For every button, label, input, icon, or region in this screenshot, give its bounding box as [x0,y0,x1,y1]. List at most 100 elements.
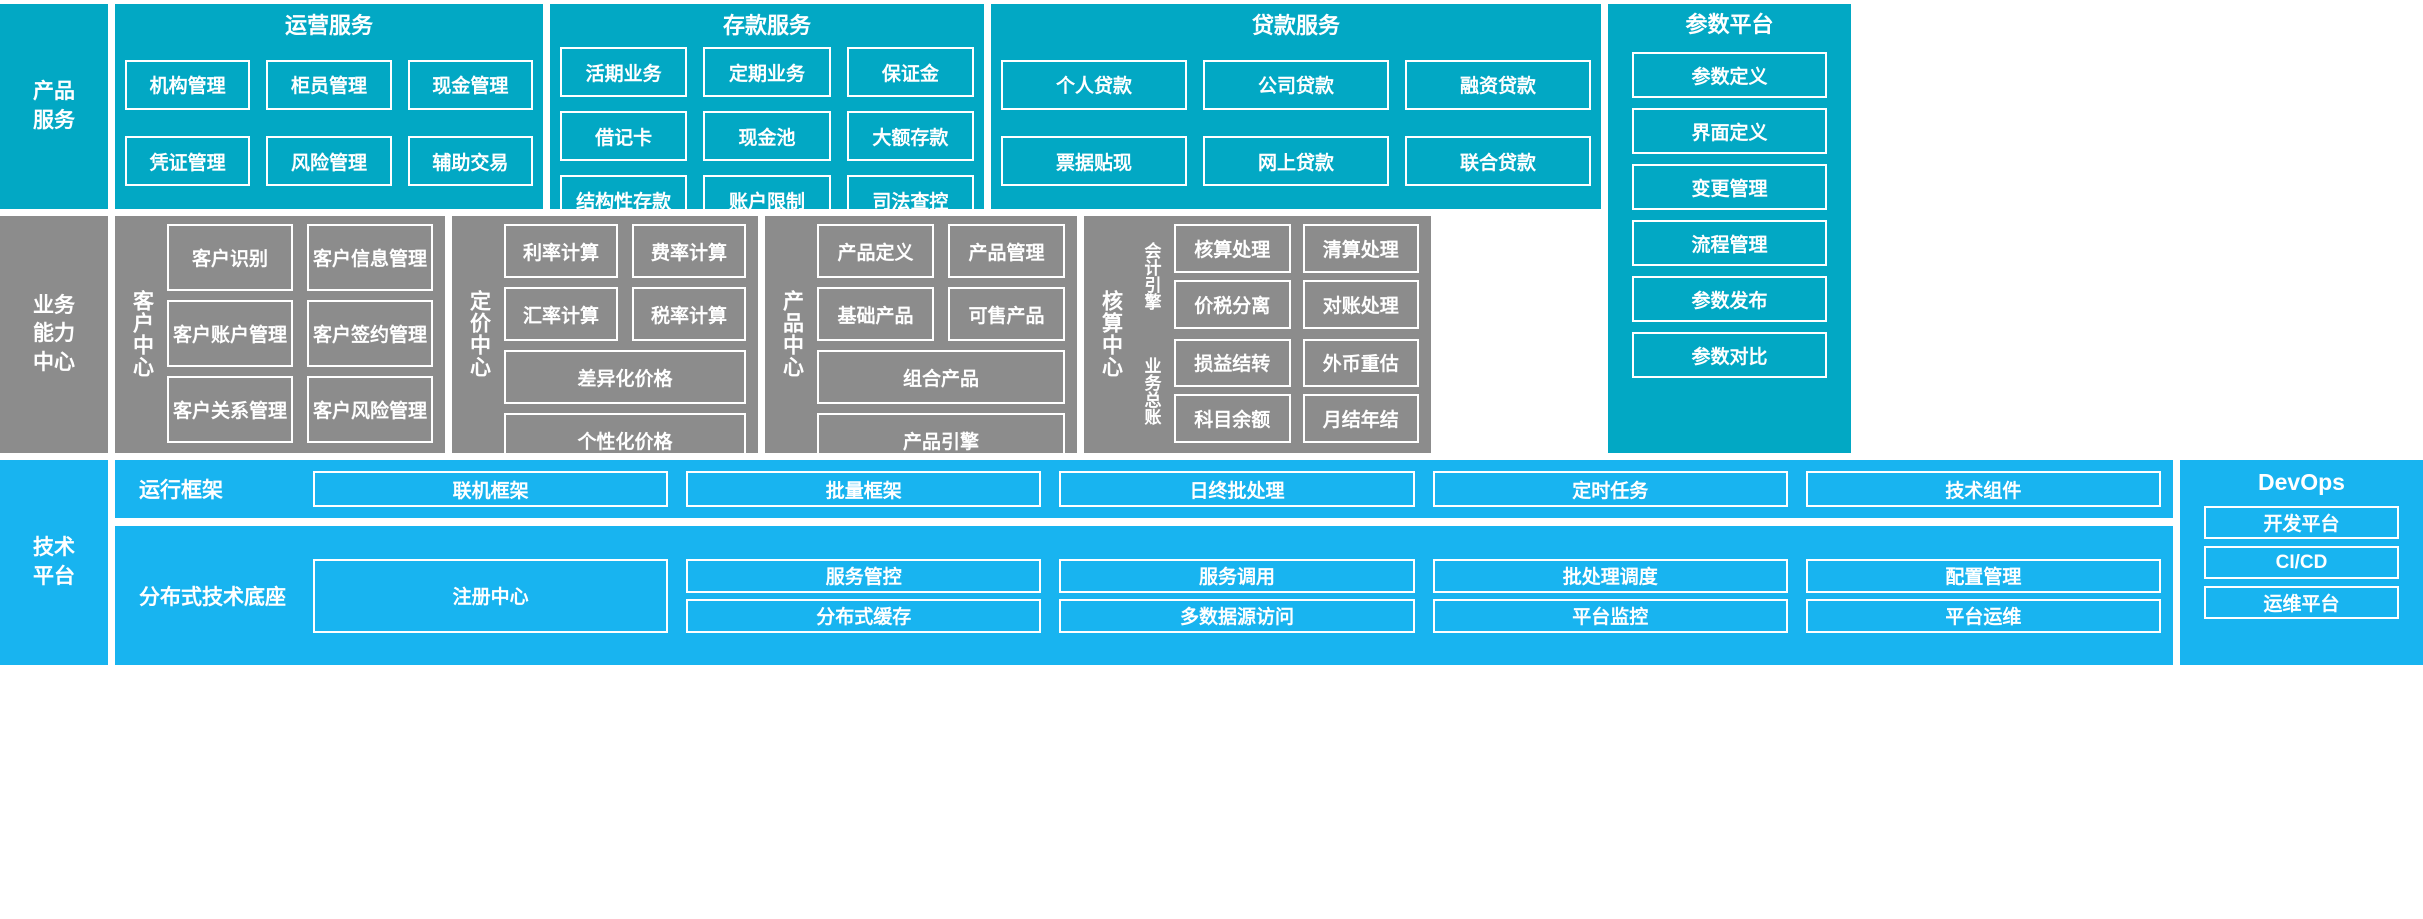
cell-framework-0[interactable]: 联机框架 [313,471,669,507]
cell-param-4[interactable]: 参数发布 [1632,276,1827,322]
center-accounting: 核算中心 会计引擎 核算处理 清算处理 价税分离 对账处理 业务总账 损益结转 [1084,216,1432,453]
tech-framework-items: 联机框架 批量框架 日终批处理 定时任务 技术组件 [313,466,2162,512]
group-devops: DevOps 开发平台 CI/CD 运维平台 [2180,460,2423,665]
tech-base-col-registry: 注册中心 [313,532,669,659]
cell-framework-3[interactable]: 定时任务 [1432,471,1788,507]
cell-loan-2[interactable]: 融资贷款 [1405,59,1591,110]
cell-product-2[interactable]: 基础产品 [817,287,935,341]
center-product: 产品中心 产品定义 产品管理 基础产品 可售产品 组合产品 产品引擎 [765,216,1078,467]
cell-product-3[interactable]: 可售产品 [948,287,1066,341]
cell-devops-2[interactable]: 运维平台 [2204,586,2399,619]
cell-param-2[interactable]: 变更管理 [1632,164,1827,210]
cell-acct-engine-0[interactable]: 核算处理 [1174,224,1291,273]
cell-deposit-0[interactable]: 活期业务 [560,47,688,97]
center-label-product: 产品中心 [780,289,804,378]
cell-param-1[interactable]: 界面定义 [1632,108,1827,154]
cell-loan-3[interactable]: 票据贴现 [1001,136,1187,187]
cell-param-5[interactable]: 参数对比 [1632,332,1827,378]
tech-framework-col-4: 技术组件 [1805,466,2162,512]
cell-product-wide-0[interactable]: 组合产品 [817,350,1066,404]
cell-operation-2[interactable]: 现金管理 [407,59,533,110]
group-operation-services: 运营服务 机构管理 柜员管理 现金管理 凭证管理 风险管理 辅助交易 [115,4,543,209]
cell-pricing-wide-1[interactable]: 个性化价格 [504,413,747,467]
cell-framework-4[interactable]: 技术组件 [1805,471,2162,507]
cell-customer-5[interactable]: 客户风险管理 [307,376,434,443]
cell-customer-1[interactable]: 客户信息管理 [307,224,434,291]
cell-deposit-3[interactable]: 借记卡 [560,111,688,161]
cell-loan-1[interactable]: 公司贷款 [1203,59,1389,110]
cell-operation-1[interactable]: 柜员管理 [266,59,392,110]
tech-base-col-3: 配置管理 平台运维 [1805,532,2162,659]
tech-framework-col-1: 批量框架 [686,466,1042,512]
cell-operation-3[interactable]: 凭证管理 [125,136,251,187]
accounting-subgroup-ledger: 业务总账 损益结转 外币重估 科目余额 月结年结 [1136,338,1420,443]
cell-base-3-1[interactable]: 平台运维 [1805,598,2162,633]
cell-pricing-wide-0[interactable]: 差异化价格 [504,350,747,404]
tech-framework-col-0: 联机框架 [313,466,669,512]
tech-row-framework: 运行框架 联机框架 批量框架 日终批处理 定时任务 技术组件 [115,460,2173,518]
cell-customer-0[interactable]: 客户识别 [167,224,294,291]
cell-product-wide-1[interactable]: 产品引擎 [817,413,1066,467]
cell-devops-1[interactable]: CI/CD [2204,546,2399,579]
tech-platform-band: 技术 平台 运行框架 联机框架 批量框架 日终批处理 定时任务 [0,460,2423,665]
cell-pricing-0[interactable]: 利率计算 [504,224,619,278]
cell-acct-engine-1[interactable]: 清算处理 [1302,224,1420,273]
cell-base-0-0[interactable]: 服务管控 [686,558,1042,593]
center-label-pricing: 定价中心 [467,289,491,378]
cell-base-1-1[interactable]: 多数据源访问 [1059,598,1415,633]
cell-customer-3[interactable]: 客户签约管理 [307,300,434,367]
cell-acct-engine-2[interactable]: 价税分离 [1174,279,1291,329]
rail-tech-platform: 技术 平台 [0,460,108,665]
cell-acct-ledger-1[interactable]: 外币重估 [1302,338,1420,388]
cell-operation-0[interactable]: 机构管理 [125,59,251,110]
cell-customer-2[interactable]: 客户账户管理 [167,300,294,367]
tech-base-col-1: 服务调用 多数据源访问 [1059,532,1415,659]
cell-deposit-4[interactable]: 现金池 [703,111,831,161]
cell-acct-ledger-3[interactable]: 月结年结 [1302,394,1420,443]
tech-framework-col-2: 日终批处理 [1059,466,1415,512]
center-body-customer: 客户识别 客户信息管理 客户账户管理 客户签约管理 客户关系管理 客户风险管理 [167,224,434,443]
cell-loan-5[interactable]: 联合贷款 [1405,136,1591,187]
cell-loan-0[interactable]: 个人贷款 [1001,59,1187,110]
cell-param-3[interactable]: 流程管理 [1632,220,1827,266]
accounting-sublabel-engine: 会计引擎 [1141,242,1161,311]
cell-loan-4[interactable]: 网上贷款 [1203,136,1389,187]
cell-deposit-1[interactable]: 定期业务 [703,47,831,97]
cell-product-1[interactable]: 产品管理 [948,224,1066,278]
group-title-parameter-platform: 参数平台 [1685,12,1774,37]
center-label-accounting: 核算中心 [1099,289,1123,378]
accounting-subgroup-engine: 会计引擎 核算处理 清算处理 价税分离 对账处理 [1136,224,1420,329]
group-title-deposit: 存款服务 [722,13,811,38]
cell-base-3-0[interactable]: 配置管理 [1805,558,2162,593]
cell-base-2-0[interactable]: 批处理调度 [1432,558,1788,593]
cell-operation-4[interactable]: 风险管理 [266,136,392,187]
cell-pricing-2[interactable]: 汇率计算 [504,287,619,341]
cell-customer-4[interactable]: 客户关系管理 [167,376,294,443]
cell-pricing-1[interactable]: 费率计算 [632,224,747,278]
cell-pricing-3[interactable]: 税率计算 [632,287,747,341]
cell-deposit-2[interactable]: 保证金 [846,47,974,97]
group-grid-operation: 机构管理 柜员管理 现金管理 凭证管理 风险管理 辅助交易 [125,47,533,199]
tech-row-base: 分布式技术底座 注册中心 服务管控 分布式缓存 服务调用 多数据源访问 批处理调… [115,526,2173,665]
accounting-ledger-grid: 损益结转 外币重估 科目余额 月结年结 [1174,338,1420,443]
center-body-accounting: 会计引擎 核算处理 清算处理 价税分离 对账处理 业务总账 损益结转 外币重估 … [1136,224,1420,443]
cell-base-2-1[interactable]: 平台监控 [1432,598,1788,633]
cell-acct-engine-3[interactable]: 对账处理 [1302,279,1420,329]
capability-spacer [1438,216,2423,453]
center-customer: 客户中心 客户识别 客户信息管理 客户账户管理 客户签约管理 客户关系管理 客户… [115,216,446,453]
cell-deposit-5[interactable]: 大额存款 [846,111,974,161]
cell-framework-2[interactable]: 日终批处理 [1059,471,1415,507]
cell-base-1-0[interactable]: 服务调用 [1059,558,1415,593]
cell-acct-ledger-2[interactable]: 科目余额 [1174,394,1291,443]
cell-base-registry[interactable]: 注册中心 [313,558,669,633]
cell-param-0[interactable]: 参数定义 [1632,52,1827,98]
cell-acct-ledger-0[interactable]: 损益结转 [1174,338,1291,388]
cell-product-0[interactable]: 产品定义 [817,224,935,278]
cell-devops-0[interactable]: 开发平台 [2204,506,2399,539]
cell-framework-1[interactable]: 批量框架 [686,471,1042,507]
tech-label-framework: 运行框架 [139,479,223,502]
group-title-devops: DevOps [2258,469,2345,495]
tech-framework-col-3: 定时任务 [1432,466,1788,512]
cell-base-0-1[interactable]: 分布式缓存 [686,598,1042,633]
cell-operation-5[interactable]: 辅助交易 [407,136,533,187]
